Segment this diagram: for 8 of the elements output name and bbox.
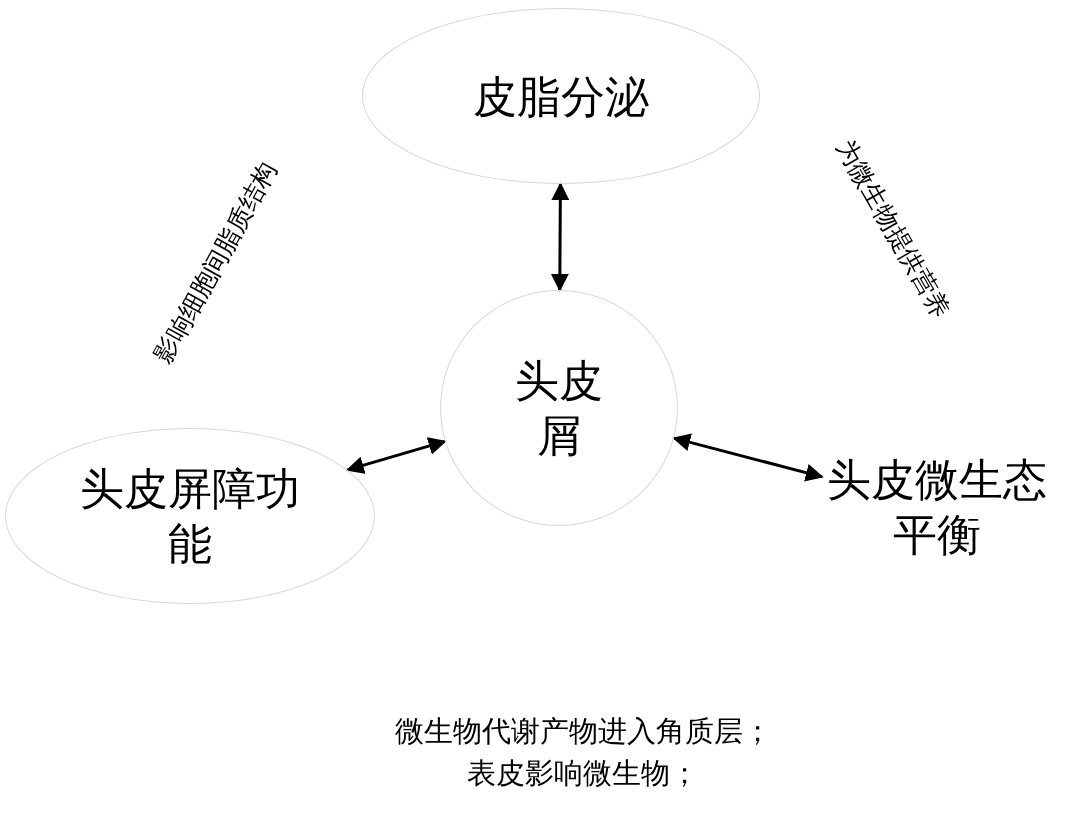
note-text: 微生物代谢产物进入角质层； [393, 713, 773, 750]
double-arrow [550, 182, 570, 292]
double-arrow [672, 433, 824, 482]
double-arrow [345, 437, 447, 474]
relation-label: 为微生物提供营养 [829, 133, 957, 323]
note-text: 表皮影响微生物； [466, 755, 700, 792]
node-text: 头皮微生态平衡 [822, 452, 1052, 562]
relation-label: 影响细胞间脂质结构 [146, 155, 284, 369]
